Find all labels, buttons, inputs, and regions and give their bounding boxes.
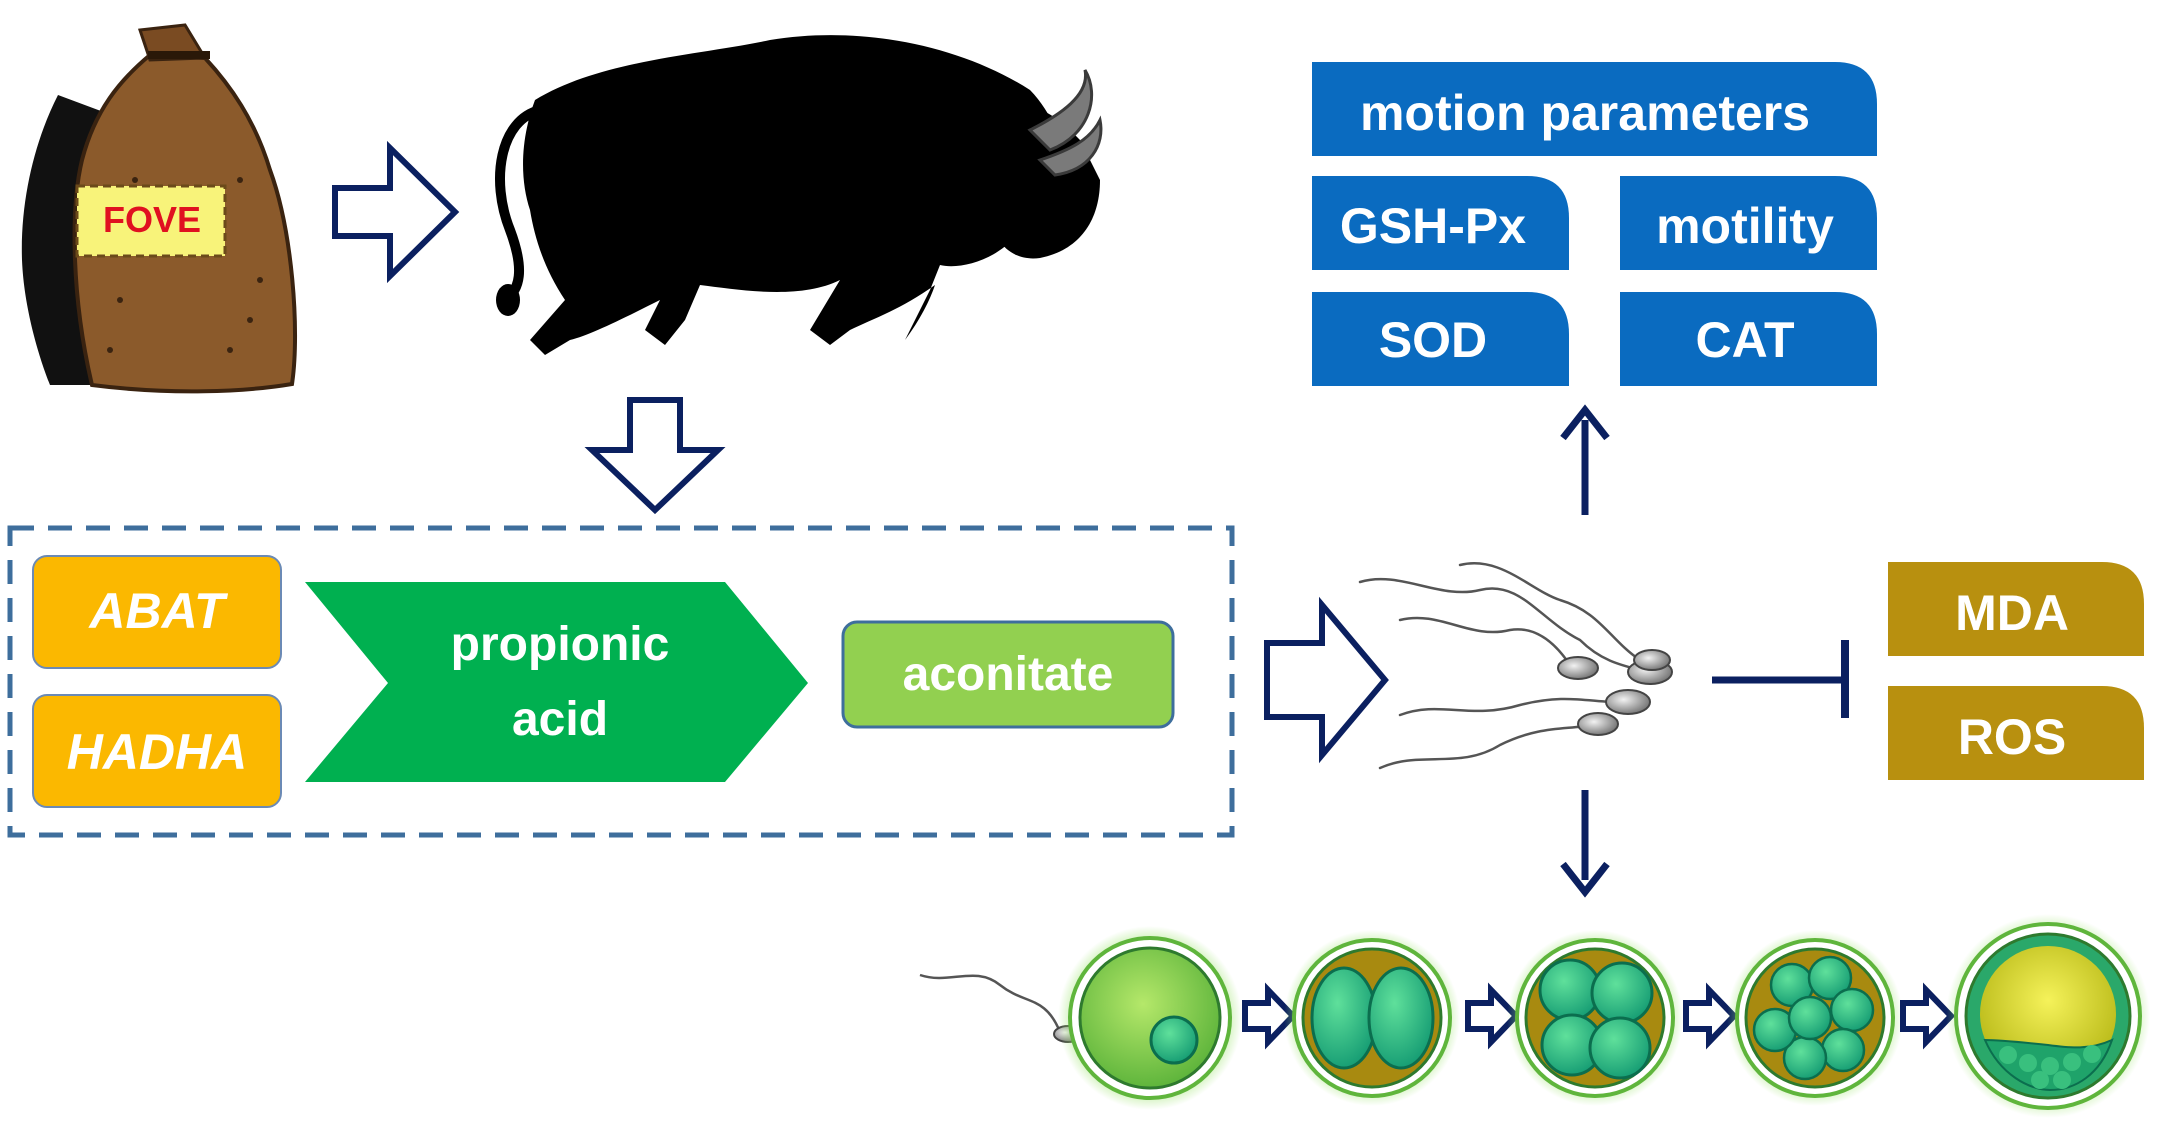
arrow-down-to-embryos-icon — [1560, 790, 1610, 898]
embryo-stage-two-cell — [1284, 930, 1460, 1106]
embryo-stage-four-cell — [1507, 930, 1683, 1106]
arrow-stage-1-icon — [1242, 982, 1298, 1050]
motion-parameters-label: motion parameters — [1360, 85, 1810, 141]
motility-label: motility — [1656, 198, 1834, 254]
marker-ros: ROS — [1888, 686, 2144, 780]
embryo-stage-morula — [1727, 930, 1903, 1106]
parameter-cat: CAT — [1620, 292, 1877, 386]
aconitate-box: aconitate — [841, 620, 1175, 729]
parameter-gsh-px: GSH-Px — [1312, 176, 1569, 270]
metabolite-line2: acid — [512, 693, 608, 746]
arrow-bag-to-bull-icon — [332, 140, 460, 284]
arrow-bull-to-pathway-icon — [584, 397, 726, 515]
cat-label: CAT — [1695, 312, 1794, 368]
inhibition-line-icon — [1712, 640, 1849, 718]
gene-label-abat: ABAT — [87, 583, 229, 639]
gsh-px-label: GSH-Px — [1340, 198, 1526, 254]
embryo-stage-blastocyst — [1946, 914, 2150, 1118]
metabolite-line1: propionic — [451, 618, 670, 671]
parameter-sod: SOD — [1312, 292, 1569, 386]
feed-bag-icon: FOVE — [21, 23, 298, 394]
gene-box-abat: ABAT — [32, 555, 282, 669]
single-sperm-icon — [919, 973, 1083, 1043]
parameter-motion-parameters: motion parameters — [1312, 62, 1877, 156]
arrow-up-to-parameters-icon — [1560, 404, 1610, 515]
gene-box-hadha: HADHA — [32, 694, 282, 808]
propionic-acid-chevron: propionic acid — [305, 582, 808, 782]
parameter-motility: motility — [1620, 176, 1877, 270]
sod-label: SOD — [1379, 312, 1487, 368]
gene-label-hadha: HADHA — [67, 724, 248, 780]
bag-label-patch — [75, 184, 227, 258]
pathway-dashed-box — [7, 525, 1235, 838]
ros-label: ROS — [1958, 709, 2066, 765]
arrow-stage-4-icon — [1900, 982, 1956, 1050]
arrow-pathway-to-sperm-icon — [1264, 596, 1389, 764]
bag-label: FOVE — [103, 199, 201, 240]
sperm-cluster-icon — [1358, 562, 1673, 770]
marker-mda: MDA — [1888, 562, 2144, 656]
aconitate-label: aconitate — [903, 648, 1114, 701]
embryo-stage-zygote — [1058, 926, 1242, 1110]
arrow-stage-2-icon — [1465, 982, 1521, 1050]
mda-label: MDA — [1955, 585, 2069, 641]
bull-icon — [495, 35, 1103, 356]
arrow-stage-3-icon — [1683, 982, 1739, 1050]
